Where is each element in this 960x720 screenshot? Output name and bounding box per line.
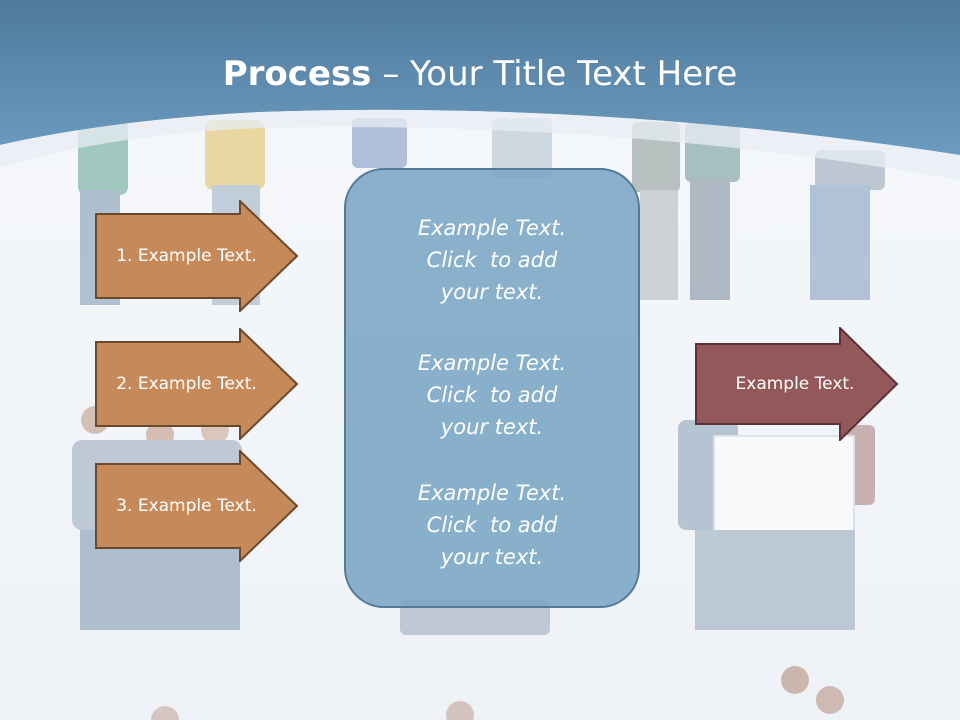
arrow-shape bbox=[95, 328, 299, 440]
center-block-2[interactable]: Example Text. Click to add your text. bbox=[344, 347, 640, 443]
step-label-2: 2. Example Text. bbox=[116, 374, 257, 394]
arrow-shape bbox=[695, 327, 899, 441]
result-label: Example Text. bbox=[735, 374, 855, 394]
center-block-3-line3: your text. bbox=[440, 545, 544, 569]
center-block-2-line3: your text. bbox=[440, 415, 544, 439]
title-bold: Process bbox=[222, 54, 372, 94]
arrow-shape bbox=[95, 200, 299, 312]
step-label-1: 1. Example Text. bbox=[116, 246, 257, 266]
title-rest: – Your Title Text Here bbox=[371, 54, 738, 94]
result-arrow[interactable]: Example Text. bbox=[695, 327, 900, 441]
step-label-3: 3. Example Text. bbox=[116, 496, 257, 516]
center-block-3-line2: Click to add bbox=[426, 513, 558, 537]
slide-title: Process – Your Title Text Here bbox=[0, 52, 960, 96]
step-arrow-3[interactable]: 3. Example Text. bbox=[95, 450, 300, 562]
arrow-shape bbox=[95, 450, 299, 562]
step-arrow-1[interactable]: 1. Example Text. bbox=[95, 200, 300, 312]
center-block-3[interactable]: Example Text. Click to add your text. bbox=[344, 477, 640, 573]
center-text-box[interactable] bbox=[344, 168, 640, 608]
center-block-2-line2: Click to add bbox=[426, 383, 558, 407]
center-block-1-line2: Click to add bbox=[426, 248, 558, 272]
center-block-3-line1: Example Text. bbox=[417, 481, 567, 505]
center-block-1[interactable]: Example Text. Click to add your text. bbox=[344, 212, 640, 308]
step-arrow-2[interactable]: 2. Example Text. bbox=[95, 328, 300, 440]
center-block-1-line1: Example Text. bbox=[417, 216, 567, 240]
center-block-2-line1: Example Text. bbox=[417, 351, 567, 375]
center-block-1-line3: your text. bbox=[440, 280, 544, 304]
